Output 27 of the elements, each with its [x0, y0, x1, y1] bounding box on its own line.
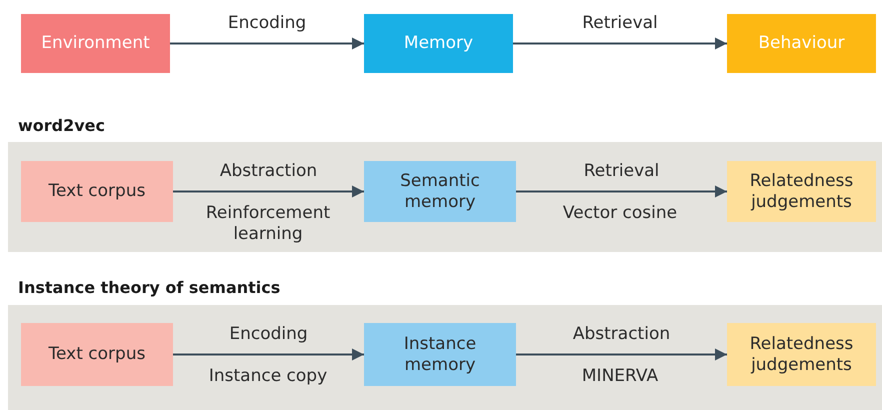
process-box: Semantic memory — [364, 161, 516, 222]
section-heading: Instance theory of semantics — [18, 278, 280, 297]
edge-label: Abstraction — [572, 324, 672, 344]
arrow — [516, 186, 727, 198]
arrow — [173, 186, 364, 198]
process-box: Text corpus — [21, 323, 173, 386]
edge-label: Encoding — [228, 324, 309, 344]
arrow — [513, 38, 727, 50]
process-box: Text corpus — [21, 161, 173, 222]
edge-label: Retrieval — [582, 160, 660, 182]
process-box: Memory — [364, 14, 513, 73]
process-box: Instance memory — [364, 323, 516, 386]
process-box: Environment — [21, 14, 170, 73]
method-label: Vector cosine — [562, 203, 678, 224]
edge-label: Retrieval — [581, 12, 659, 34]
process-box: Relatedness judgements — [727, 161, 876, 222]
process-box: Relatedness judgements — [727, 323, 876, 386]
arrow — [173, 348, 364, 360]
process-box: Behaviour — [727, 14, 876, 73]
method-label: Reinforcement learning — [204, 203, 332, 245]
method-label: MINERVA — [580, 366, 660, 387]
edge-label: Encoding — [226, 12, 308, 34]
method-label: Instance copy — [208, 366, 328, 387]
edge-label: Abstraction — [218, 160, 318, 182]
arrow — [516, 348, 727, 360]
arrow — [170, 38, 364, 50]
section-heading: word2vec — [18, 116, 106, 135]
